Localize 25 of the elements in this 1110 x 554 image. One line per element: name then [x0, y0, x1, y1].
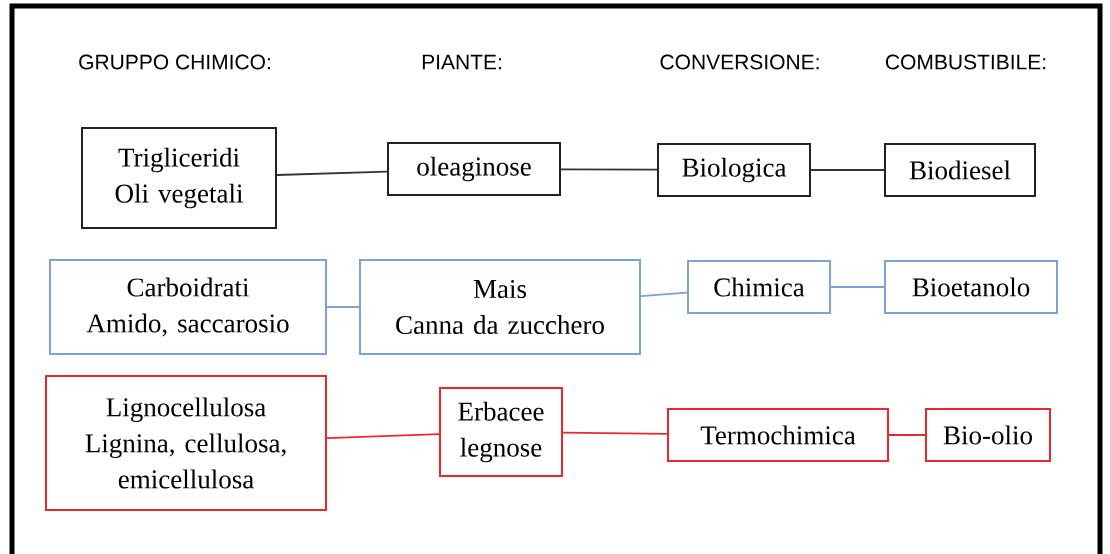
text-box: Bioetanolo	[884, 260, 1058, 314]
column-heading: COMBUSTIBILE:	[885, 54, 1046, 70]
text-box: Lignocellulosa Lignina, cellulosa, emicellulosa	[45, 375, 327, 511]
connector-line	[562, 431, 668, 435]
connector-line	[830, 286, 885, 288]
connector-line	[810, 169, 885, 171]
connector-line	[276, 170, 388, 176]
connector-line	[326, 306, 360, 308]
text-box: Bio-olio	[925, 408, 1051, 462]
text-box: Carboidrati Amido, saccarosio	[49, 259, 327, 355]
text-box: Chimica	[687, 260, 831, 314]
column-heading: CONVERSIONE:	[660, 54, 819, 70]
text-box: Mais Canna da zucchero	[359, 259, 641, 355]
connector-line	[888, 434, 926, 436]
text-box: Biologica	[657, 143, 811, 197]
text-box: Trigliceridi Oli vegetali	[81, 127, 277, 229]
connector-line	[560, 168, 658, 171]
text-box: oleaginose	[387, 142, 561, 196]
connector-line	[640, 291, 688, 298]
text-box: Erbacee legnose	[439, 387, 563, 477]
column-heading: PIANTE:	[422, 54, 501, 70]
text-box: Biodiesel	[884, 143, 1036, 197]
text-box: Termochimica	[667, 408, 889, 462]
column-heading: GRUPPO CHIMICO:	[79, 54, 270, 70]
connector-line	[326, 433, 440, 439]
